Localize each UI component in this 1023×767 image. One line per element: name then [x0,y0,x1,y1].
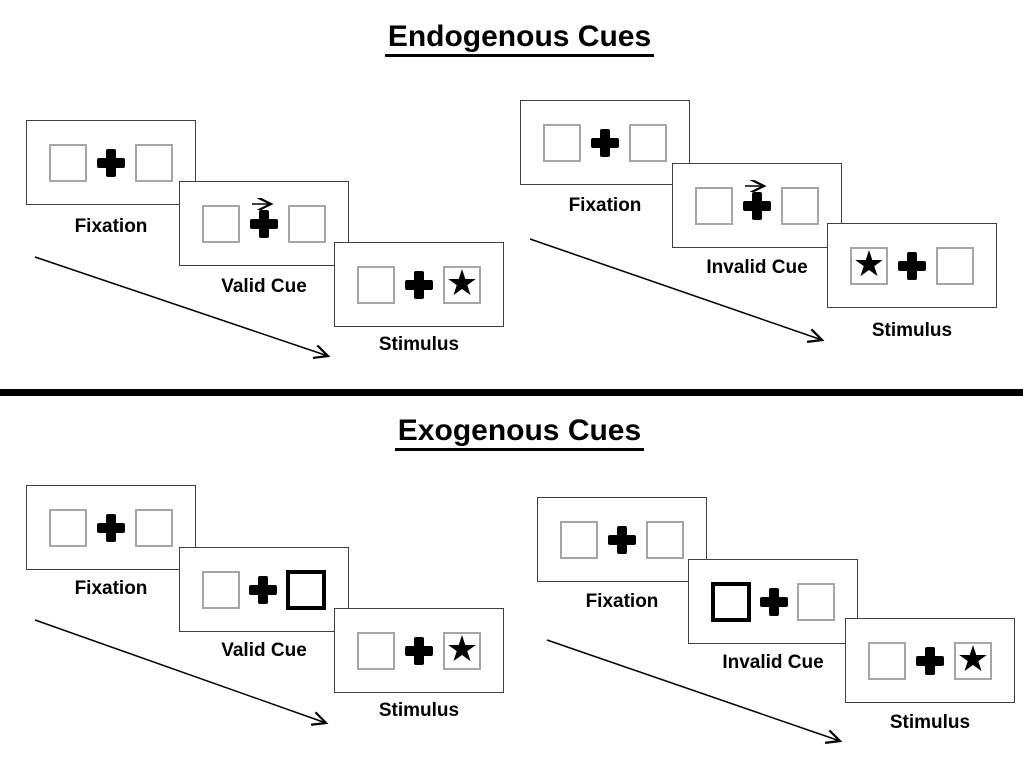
right-placeholder-box [135,508,173,547]
timeline-arrow [546,639,840,741]
fixation-cross-icon [608,525,636,554]
left-placeholder-box [357,631,395,670]
panel-fixation [26,485,196,570]
right-placeholder-box [936,246,974,285]
panel-label-valid-cue: Valid Cue [221,640,307,661]
panel-label-invalid-cue: Invalid Cue [722,652,824,673]
fixation-cross-icon [249,575,277,604]
fixation-cross-icon [760,587,788,616]
right-placeholder-box [781,186,819,225]
fixation-cross-icon [898,251,926,280]
star-target-box: ★ [850,243,888,285]
panel-stimulus: ★ [827,223,997,308]
panel-valid-cue [179,181,349,266]
left-placeholder-box [49,508,87,547]
panel-label-stimulus: Stimulus [378,334,460,355]
left-placeholder-box [695,186,733,225]
right-placeholder-box [288,204,326,243]
left-placeholder-box [202,570,240,609]
highlighted-cue-box [711,581,751,622]
timeline-arrow [34,619,326,723]
panel-stimulus: ★ [334,608,504,693]
section-title-exogenous: Exogenous Cues [8,414,1023,451]
panel-label-stimulus: Stimulus [889,712,971,733]
panel-label-invalid-cue: Invalid Cue [706,257,808,278]
left-placeholder-box [543,123,581,162]
star-target-box: ★ [443,262,481,304]
timeline-arrow [529,238,822,340]
panel-label-stimulus: Stimulus [871,320,953,341]
panel-valid-cue [179,547,349,632]
fixation-cross-icon [916,646,944,675]
panel-label-stimulus: Stimulus [378,700,460,721]
panel-label-fixation: Fixation [74,216,148,237]
right-placeholder-box [797,582,835,621]
left-placeholder-box [202,204,240,243]
right-placeholder-box [629,123,667,162]
panel-fixation [520,100,690,185]
fixation-cross-icon [250,209,278,238]
panel-stimulus: ★ [845,618,1015,703]
highlighted-cue-box [286,569,326,610]
timeline-arrow [34,256,328,356]
panel-label-fixation: Fixation [74,578,148,599]
left-placeholder-box [868,641,906,680]
section-title-endogenous: Endogenous Cues [8,20,1023,57]
left-placeholder-box [560,520,598,559]
panel-fixation [26,120,196,205]
panel-invalid-cue [688,559,858,644]
panel-label-valid-cue: Valid Cue [221,276,307,297]
left-placeholder-box [49,143,87,182]
section-divider [0,389,1023,396]
fixation-cross-icon [743,191,771,220]
right-placeholder-box [646,520,684,559]
star-icon: ★ [956,638,990,679]
panel-label-fixation: Fixation [568,195,642,216]
fixation-cross-icon [591,128,619,157]
star-icon: ★ [852,243,886,284]
right-placeholder-box [135,143,173,182]
fixation-cross-icon [97,513,125,542]
fixation-cross-icon [405,270,433,299]
panel-label-fixation: Fixation [585,591,659,612]
star-icon: ★ [445,262,479,303]
cue-arrow-icon [745,180,770,192]
panel-stimulus: ★ [334,242,504,327]
cue-arrow-icon [252,198,277,210]
fixation-cross-icon [97,148,125,177]
star-target-box: ★ [443,628,481,670]
fixation-cross-icon [405,636,433,665]
left-placeholder-box [357,265,395,304]
panel-fixation [537,497,707,582]
star-target-box: ★ [954,638,992,680]
panel-invalid-cue [672,163,842,248]
star-icon: ★ [445,628,479,669]
